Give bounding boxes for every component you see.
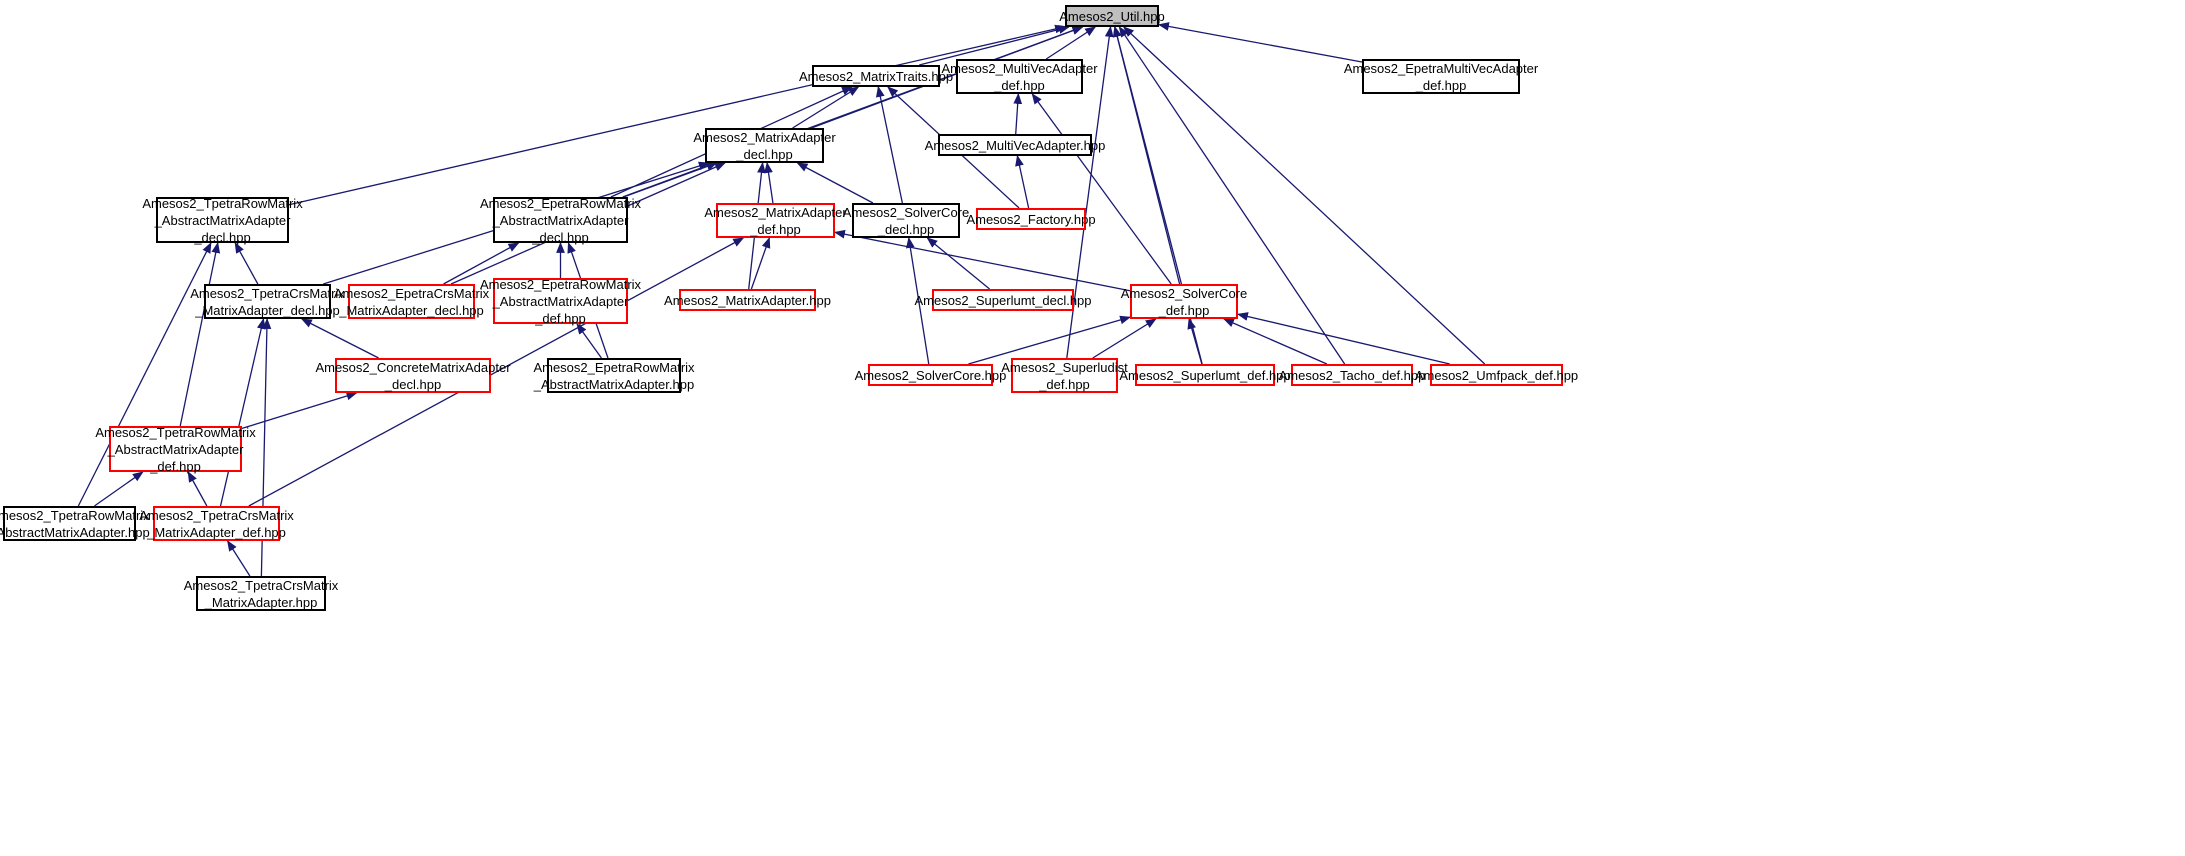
node-tpetracrs[interactable]: Amesos2_TpetraCrsMatrix _MatrixAdapter.h… [183,576,339,611]
node-multivecdef[interactable]: Amesos2_MultiVecAdapter _def.hpp [941,59,1098,94]
node-tpetracrsdecl[interactable]: Amesos2_TpetraCrsMatrix _MatrixAdapter_d… [190,284,345,319]
edge-epetramultivecdef-to-util [1157,22,1363,63]
edge-superlumtdecl-to-solvercoredecl [926,237,990,290]
node-concretedecl[interactable]: Amesos2_ConcreteMatrixAdapter _decl.hpp [315,358,511,393]
edge-tpetrarowdef-to-concretedecl [241,391,358,430]
node-matrixtraits[interactable]: Amesos2_MatrixTraits.hpp [799,65,953,87]
edge-superludistdef-to-solvercoredef [1092,318,1157,359]
edge-superludistdef-to-util [1066,25,1114,359]
edge-tpetracrsdef-to-matrixadapterdef [248,237,745,507]
node-tpetracrsdef[interactable]: Amesos2_TpetraCrsMatrix _MatrixAdapter_d… [139,506,294,541]
edge-solvercoredef-to-multivecdef [1031,93,1172,285]
edge-umfpackdef-to-solvercoredef [1236,312,1450,365]
edge-tpetracrs-to-tpetracrsdef [227,540,251,577]
node-multivecadapter[interactable]: Amesos2_MultiVecAdapter.hpp [925,134,1105,156]
node-tpetrarowdecl[interactable]: Amesos2_TpetraRowMatrix _AbstractMatrixA… [142,195,303,245]
edge-matrixadapterdef-to-matrixadapterdecl [764,161,774,204]
edge-concretedecl-to-tpetracrsdecl [300,318,379,359]
node-superludistdef[interactable]: Amesos2_Superludist _def.hpp [1001,358,1128,393]
node-matrixadapter[interactable]: Amesos2_MatrixAdapter.hpp [664,289,831,311]
node-epetrarowdecl[interactable]: Amesos2_EpetraRowMatrix _AbstractMatrixA… [479,195,642,245]
edge-tpetrarowdecl-to-util [288,24,1067,206]
edge-umfpackdef-to-util [1122,26,1486,365]
edge-tpetracrsdecl-to-tpetrarowdecl [234,242,259,285]
edge-solvercoredecl-to-matrixadapterdecl [796,162,874,204]
edge-epetrarowdecl-to-matrixadapterdecl [623,162,718,198]
edge-matrixadapter-to-matrixadapterdef [750,236,771,290]
edge-superlumtdef-to-solvercoredef [1187,317,1203,365]
edge-factory-to-multivecadapter [1015,154,1030,209]
node-solvercore[interactable]: Amesos2_SolverCore.hpp [855,364,1006,386]
edge-tpetrarowabs-to-tpetrarowdef [94,471,144,507]
edge-multivecadapter-to-multivecdef [1013,92,1023,135]
node-epetracrsdecl[interactable]: Amesos2_EpetraCrsMatrix _MatrixAdapter_d… [333,284,490,319]
node-tachodef[interactable]: Amesos2_Tacho_def.hpp [1279,364,1425,386]
node-matrixadapterdecl[interactable]: Amesos2_MatrixAdapter _decl.hpp [693,128,836,163]
edge-solvercoredef-to-matrixadapterdef [833,229,1131,292]
edge-tpetrarowabs-to-tpetrarowdecl [77,242,212,507]
node-solvercoredef[interactable]: Amesos2_SolverCore _def.hpp [1120,284,1248,319]
node-tpetrarowdef[interactable]: Amesos2_TpetraRowMatrix _AbstractMatrixA… [95,424,256,474]
node-umfpackdef[interactable]: Amesos2_Umfpack_def.hpp [1415,364,1578,386]
node-factory[interactable]: Amesos2_Factory.hpp [966,208,1096,230]
node-solvercoredecl[interactable]: Amesos2_SolverCore _decl.hpp [842,203,970,238]
edge-tachodef-to-util [1118,26,1346,365]
edge-matrixtraits-to-util [919,25,1070,66]
edge-solvercore-to-solvercoredef [968,315,1132,365]
node-util[interactable]: Amesos2_Util.hpp [1059,5,1165,27]
node-superlumtdef[interactable]: Amesos2_Superlumt_def.hpp [1119,364,1291,386]
edge-tpetracrsdef-to-tpetracrsdecl [219,317,266,507]
node-epetrarowdef[interactable]: Amesos2_EpetraRowMatrix _AbstractMatrixA… [479,276,642,326]
node-epetrarowabs[interactable]: Amesos2_EpetraRowMatrix _AbstractMatrixA… [533,358,695,393]
edge-solvercore-to-solvercoredecl [905,236,930,365]
edge-tpetracrsdef-to-tpetrarowdef [187,471,208,507]
edge-tpetrarowdef-to-tpetrarowdecl [179,241,221,427]
edge-epetracrsdecl-to-epetrarowdecl [443,242,520,285]
edge-tachodef-to-solvercoredef [1222,318,1328,365]
edge-solvercoredecl-to-matrixtraits [875,85,904,204]
edge-epetrarowabs-to-epetrarowdef [576,323,602,359]
node-epetramultivecdef[interactable]: Amesos2_EpetraMultiVecAdapter _def.hpp [1343,59,1539,94]
node-superlumtdecl[interactable]: Amesos2_Superlumt_decl.hpp [914,289,1092,311]
node-matrixadapterdef[interactable]: Amesos2_MatrixAdapter _def.hpp [704,203,847,238]
edge-multivecdef-to-util [1045,26,1097,60]
node-tpetrarowabs[interactable]: Amesos2_TpetraRowMatrix _AbstractMatrixA… [0,506,150,541]
